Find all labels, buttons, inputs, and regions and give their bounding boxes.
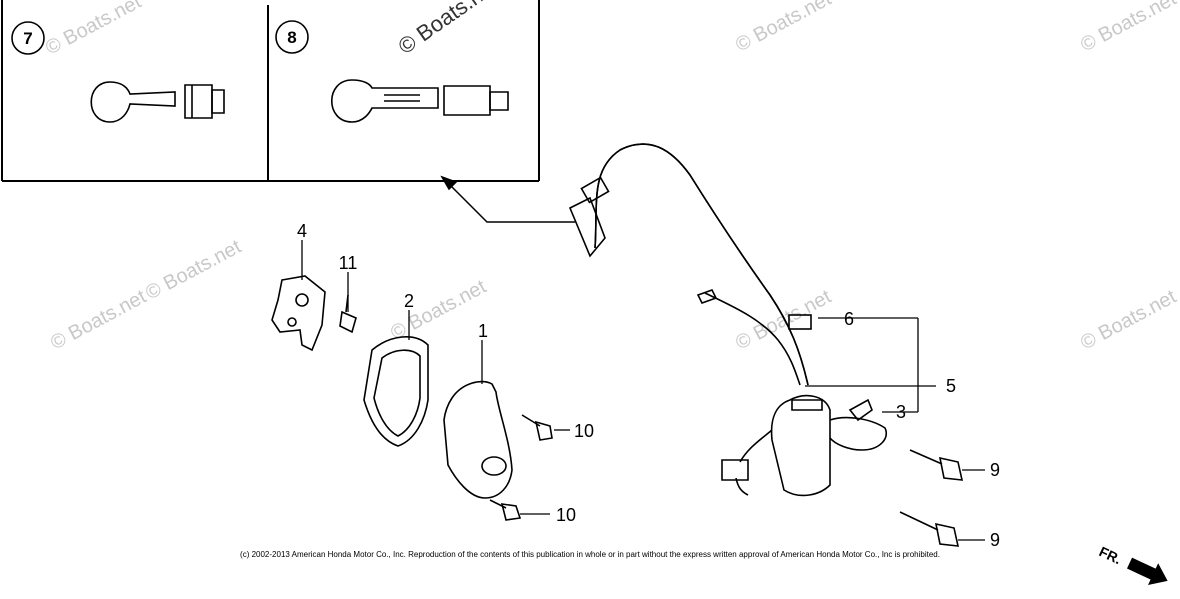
callout-11: 11 [339,253,358,273]
callout-5: 5 [946,376,956,396]
bolt-illustration [909,449,964,481]
copyright-notice: (c) 2002-2013 American Honda Motor Co., … [240,550,940,559]
bolt-illustration [521,414,553,441]
callout-10: 10 [556,505,576,525]
gasket-illustration [363,335,429,447]
callout-1: 1 [478,321,488,341]
bolt-illustration [899,511,960,547]
watermark: © Boats.net [1077,0,1180,56]
watermark: © Boats.net [142,236,245,305]
watermark: © Boats.net [732,286,835,355]
callout-3: 3 [896,402,906,422]
watermark: © Boats.net [47,286,150,355]
bolt-illustration [489,499,522,521]
ignition-coil-assembly [568,143,887,497]
cover-illustration [443,380,513,499]
callout-9: 9 [990,530,1000,550]
callout-4: 4 [297,221,307,241]
watermark: © Boats.net [1077,286,1180,355]
watermark: © Boats.net [387,276,490,345]
bracket-illustration [271,275,326,352]
arrow-right-icon [1127,557,1168,585]
inset-7: 7 [11,21,225,123]
callout-9: 9 [990,460,1000,480]
spark-plug-cap-illustration [90,81,225,123]
inset-number: 7 [23,29,32,48]
front-direction-indicator: FR. [1097,543,1168,585]
watermark: © Boats.net [732,0,835,56]
callout-6: 6 [844,309,854,329]
callout-2: 2 [404,291,414,311]
callout-10: 10 [574,421,594,441]
watermarks: © Boats.net © Boats.net © Boats.net © Bo… [42,0,1180,354]
inset-number-badge [275,20,309,54]
inset-number-badge [11,21,45,55]
reference-arrow [440,175,575,223]
leader-lines [301,240,985,541]
inset-number: 8 [287,28,296,47]
callouts: 1 2 3 4 5 6 9 9 10 10 11 [297,221,1000,550]
spark-plug-cap-illustration [330,79,509,123]
watermark: © Boats.net [394,0,503,59]
inset-8: 8 [275,20,509,123]
watermark: © Boats.net [42,0,145,59]
